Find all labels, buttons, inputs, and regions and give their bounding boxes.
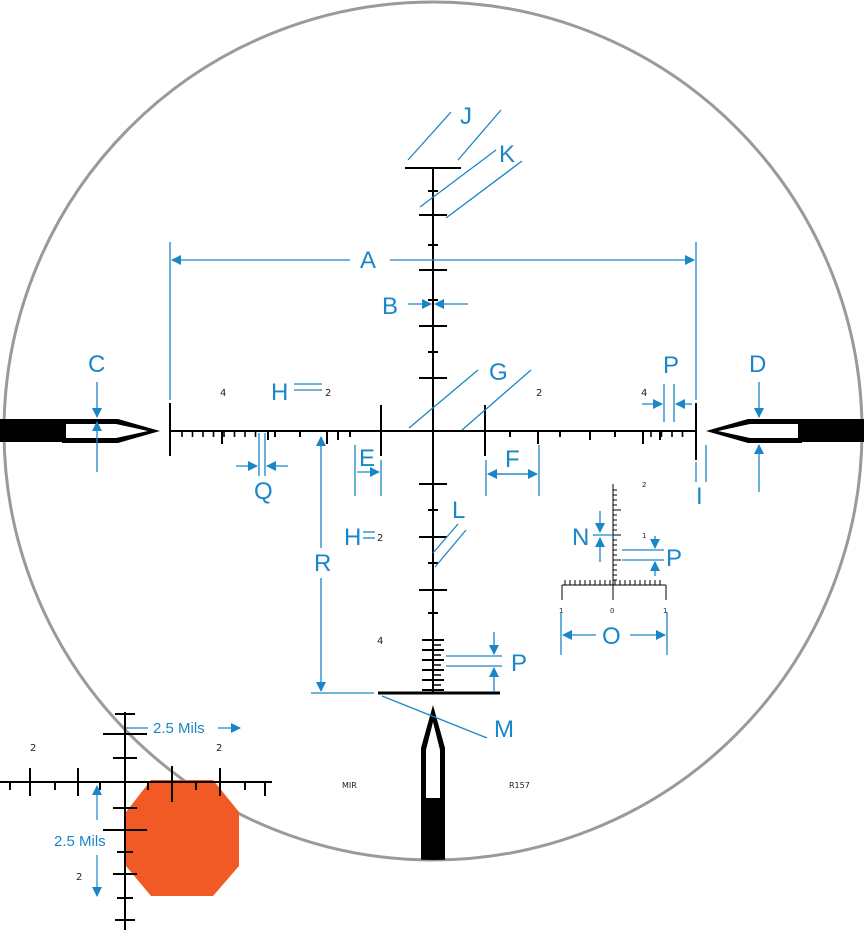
horizontal-spacing-label: 2.5 Mils xyxy=(153,720,205,737)
right-post xyxy=(706,419,864,443)
label-j: J xyxy=(460,103,472,130)
bottom-post xyxy=(421,705,445,860)
label-k: K xyxy=(499,141,515,168)
inset-top-2: 2 xyxy=(642,481,646,489)
num-left-4: 4 xyxy=(220,388,226,399)
example-right-2: 2 xyxy=(216,743,222,754)
num-right-2: 2 xyxy=(536,388,542,399)
crosshair xyxy=(169,167,697,695)
label-c: C xyxy=(88,351,105,378)
label-o: O xyxy=(602,623,621,650)
label-d: D xyxy=(749,351,766,378)
label-p-bottom: P xyxy=(511,650,527,677)
target-example: 2.5 Mils 2.5 Mils 2 2 2 xyxy=(0,712,272,930)
example-lower-2: 2 xyxy=(76,872,82,883)
stadia-numbers: 4 2 2 4 2 4 xyxy=(220,388,647,647)
num-h-lower-2: 2 xyxy=(377,533,383,544)
num-right-4: 4 xyxy=(641,388,647,399)
label-h-lower: H xyxy=(344,524,361,551)
label-q: Q xyxy=(254,478,273,505)
label-e: E xyxy=(359,445,375,472)
posts xyxy=(0,419,864,860)
label-g: G xyxy=(489,359,508,386)
label-l: L xyxy=(452,497,465,524)
label-m: M xyxy=(494,716,514,743)
left-post xyxy=(0,419,160,443)
label-r: R xyxy=(314,550,331,577)
vertical-spacing-label: 2.5 Mils xyxy=(54,833,106,850)
inset-h-right-1: 1 xyxy=(663,607,667,615)
inset-h-left-1: 1 xyxy=(559,607,563,615)
inset-mid-1: 1 xyxy=(642,532,646,540)
mark-mir: MIR xyxy=(342,781,357,790)
inset-h-zero-0: 0 xyxy=(610,607,614,615)
mark-r157: R157 xyxy=(509,781,530,790)
label-b: B xyxy=(382,293,398,320)
label-p-inset: P xyxy=(666,545,682,572)
dimension-letters: A B C D E F G H H I J K L M N O P P P Q … xyxy=(88,103,766,743)
label-i: I xyxy=(696,483,703,510)
num-lower-4: 4 xyxy=(377,636,383,647)
label-p-right: P xyxy=(663,352,679,379)
annotations xyxy=(92,109,764,739)
num-h-upper-2: 2 xyxy=(325,388,331,399)
example-left-2: 2 xyxy=(30,743,36,754)
label-a: A xyxy=(360,247,376,274)
label-n: N xyxy=(572,524,589,551)
label-f: F xyxy=(505,446,520,473)
target-octagon xyxy=(126,780,239,896)
label-h-upper: H xyxy=(271,379,288,406)
